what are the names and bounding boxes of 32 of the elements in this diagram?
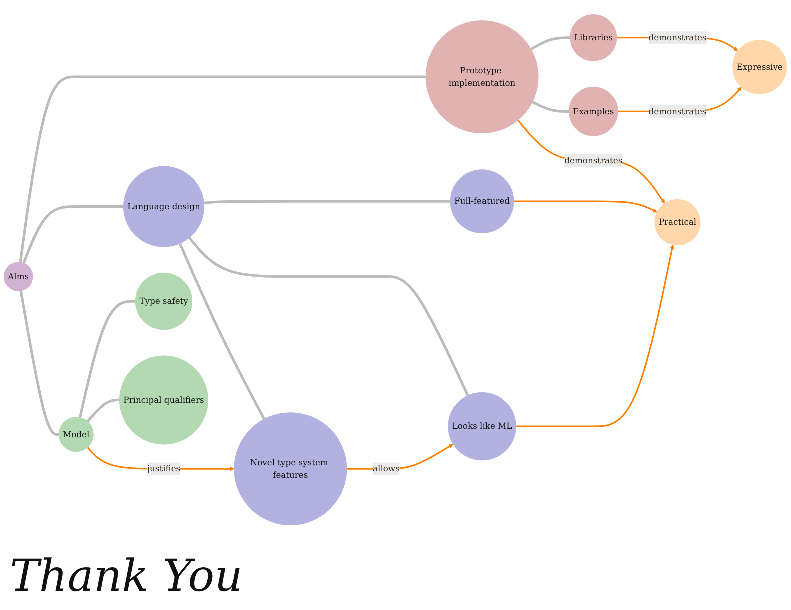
connector (20, 290, 60, 436)
node-circle: Language design (123, 166, 205, 248)
node-circle: Examples (568, 86, 618, 136)
node-circle: Prototype implementation (426, 20, 539, 134)
connector (19, 76, 426, 263)
node-circle: Principal qualifiers (119, 356, 209, 445)
arrow (516, 244, 675, 428)
connector (86, 398, 120, 423)
connector (530, 36, 570, 51)
connector (532, 101, 570, 113)
connector (78, 300, 136, 418)
closing-note: Thank You (10, 551, 243, 602)
edge-label: justifies (147, 464, 181, 474)
edge-label: demonstrates (564, 155, 623, 166)
connector (178, 243, 266, 420)
edge-label: allows (373, 464, 400, 474)
connector (204, 200, 451, 204)
node-circle: Novel type system features (234, 412, 348, 526)
node-circle: Looks like ML (448, 392, 516, 461)
connector (188, 237, 470, 396)
node-circle: Alms (4, 262, 34, 292)
edge-label: demonstrates (648, 106, 707, 116)
edge-label: demonstrates (648, 32, 707, 43)
node-circle: Libraries (570, 14, 618, 62)
arrow (514, 200, 658, 213)
node-circle: Practical (654, 200, 701, 246)
node-circle: Expressive (732, 40, 788, 94)
node-circle: Model (58, 417, 94, 452)
node-circle: Type safety (135, 272, 193, 330)
connector (22, 206, 124, 264)
arrow (518, 120, 666, 204)
node-circle: Full-featured (450, 170, 514, 234)
